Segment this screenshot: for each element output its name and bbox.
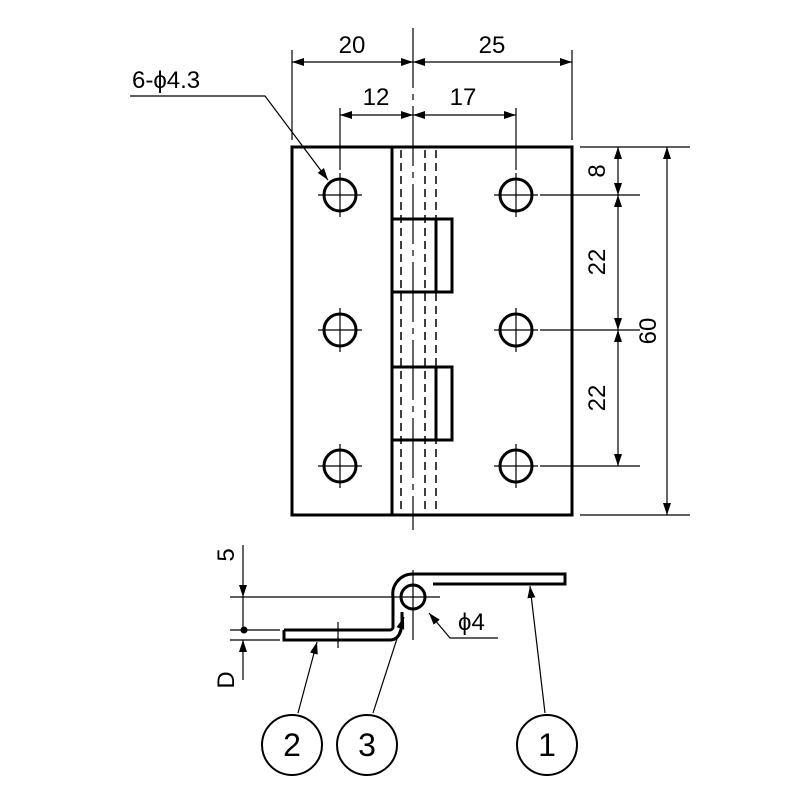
balloon-1 xyxy=(516,714,578,776)
dim-top-right: 25 xyxy=(479,32,506,59)
dim-hole-left: 12 xyxy=(363,84,390,111)
hinge-plate xyxy=(290,145,574,517)
hidden-lines xyxy=(400,150,437,515)
dim-pin-diameter: ϕ4 xyxy=(458,609,485,636)
dim-pitch-lower: 22 xyxy=(584,385,611,412)
hole-callout: 6-ϕ4.3 xyxy=(132,67,200,94)
dim-overall-height: 60 xyxy=(635,318,662,345)
knuckle-upper xyxy=(390,217,454,294)
dim-side-offset: 5 xyxy=(213,548,240,561)
balloon-2 xyxy=(261,714,323,776)
balloon-2-label: 2 xyxy=(283,727,301,763)
balloon-3-label: 3 xyxy=(358,727,376,763)
side-view xyxy=(282,572,567,642)
balloon-3 xyxy=(336,714,398,776)
dim-hole-right: 17 xyxy=(450,84,477,111)
dim-thickness: D xyxy=(213,671,240,688)
knuckle-lower xyxy=(390,365,454,442)
balloon-1-label: 1 xyxy=(538,727,556,763)
dim-top-margin: 8 xyxy=(584,164,611,177)
dim-pitch-upper: 22 xyxy=(584,249,611,276)
dim-top-left: 20 xyxy=(339,32,366,59)
